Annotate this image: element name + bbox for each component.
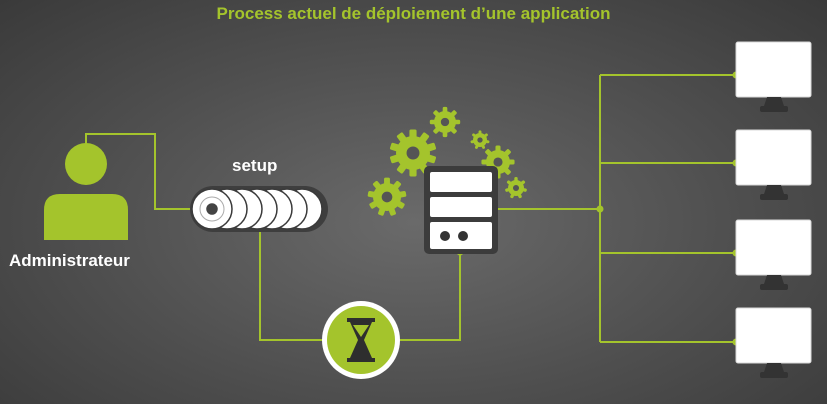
connector-lines	[85, 74, 736, 343]
gear	[367, 177, 407, 216]
setup-to-hourglass-line	[259, 232, 325, 341]
administrator-label: Administrateur	[9, 251, 130, 270]
monitor-icon	[735, 41, 812, 112]
gears-icon	[367, 106, 527, 216]
person-icon	[44, 143, 128, 240]
diagram-title: Process actuel de déploiement d’une appl…	[216, 4, 611, 23]
monitor-icon	[735, 129, 812, 200]
monitor-icon	[735, 219, 812, 290]
admin-to-setup-line	[85, 133, 192, 210]
monitor-icon	[735, 307, 812, 378]
disc	[191, 188, 233, 230]
client-monitors	[735, 41, 812, 378]
server-icon	[424, 166, 498, 254]
hourglass-to-server-line	[400, 252, 461, 341]
disc-stack-icon	[190, 186, 328, 232]
gear	[470, 130, 490, 149]
gear	[429, 106, 461, 138]
gear	[389, 129, 437, 177]
gear	[505, 176, 527, 199]
hourglass-icon	[322, 301, 400, 379]
setup-label: setup	[232, 156, 278, 175]
